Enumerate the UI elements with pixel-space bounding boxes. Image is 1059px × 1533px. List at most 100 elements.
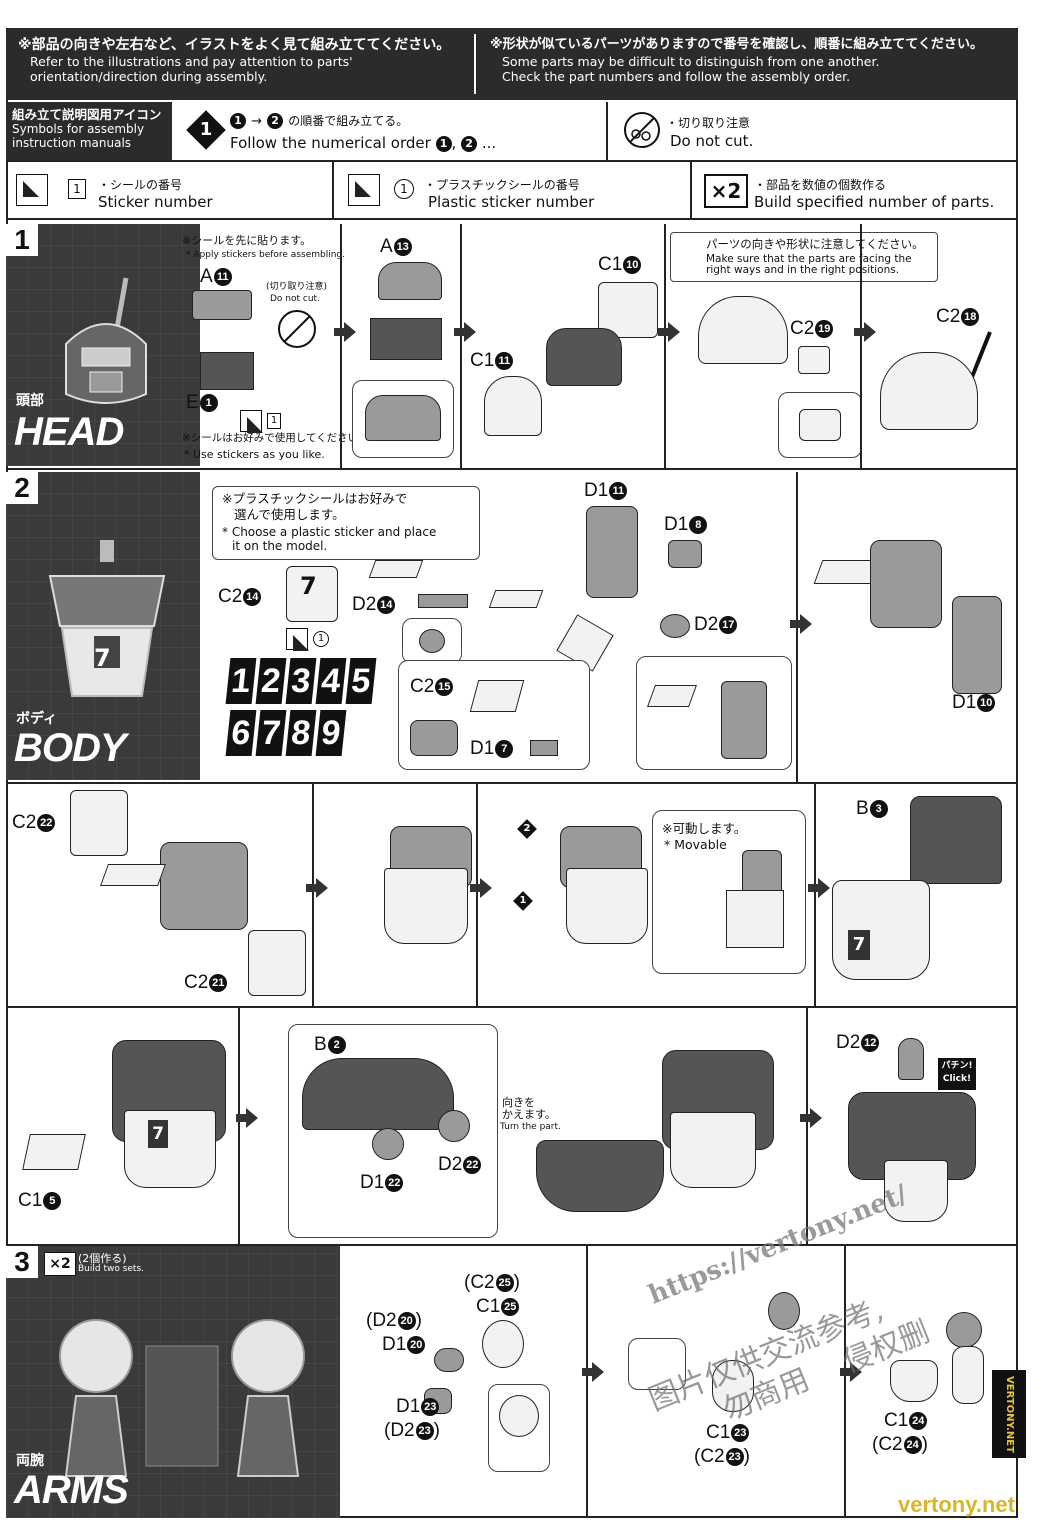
step1-sticker-ref: 1 [240,410,282,433]
sticker-tile-4: 4 [315,658,347,704]
header-left: ※部品の向きや左右など、イラストをよく見て組み立ててください。 Refer to… [6,28,474,100]
sticker-tile-9: 9 [315,710,347,756]
legend-row-2: 1 ・シールの番号 Sticker number 1 ・プラスチックシールの番号… [6,162,1018,220]
order-1-number: 1 [519,895,527,906]
step3-detail-box [488,1384,550,1472]
row2-arrow-2 [470,878,492,898]
row2-final-number: 7 [848,930,870,960]
movable-jp: ※可動します。 [662,821,747,836]
row2-bottom-rule [6,1006,1018,1008]
step1-sticker-icon [240,410,263,433]
step2-band: 2 7 ボディ BODY [6,472,200,780]
movable-lower-shape [726,890,784,948]
head-mid-shape [370,318,442,360]
order-en-line: Follow the numerical order 1, 2 ... [230,134,497,152]
part-d1-8-shape [668,540,702,568]
step1-warn-jp: パーツの向きや形状に注意してください。 [706,237,924,251]
step3-final-top-shape [946,1312,982,1348]
order-jp: の順番で組み立てる。 [288,114,409,128]
row2-arrow-1 [306,878,328,898]
step2-joint-box [402,618,462,664]
header-bar: ※部品の向きや左右など、イラストをよく見て組み立ててください。 Refer to… [6,28,1018,100]
step2-plastic-circle: 1 [313,631,330,647]
body-silhouette-icon [48,540,166,697]
part-c1-11-shape [484,376,542,436]
step1-like-en: * Use stickers as you like. [184,448,325,461]
detail-wing-shape [646,685,698,707]
legend-divider-2 [332,162,334,218]
header-right: ※形状が似ているパーツがありますので番号を確認し、順番に組み立ててください。 S… [478,28,1018,100]
row2-wing-shape [99,864,167,886]
step2-bottom-rule [6,782,1018,784]
step1-divider-3 [664,224,666,468]
part-a11-shape [192,290,252,320]
header-right-jp: ※形状が似ているパーツがありますので番号を確認し、順番に組み立ててください。 [490,37,983,52]
sticker-tile-2: 2 [255,658,287,704]
header-left-en-1: Refer to the illustrations and pay atten… [30,54,353,69]
step1-warning-box [670,232,938,282]
part-d1-20-shape [434,1348,464,1372]
head-silhouette-icon [65,277,147,404]
part-d2-12-shape [898,1038,924,1080]
cut-jp: ・切り取り注意 [666,116,751,130]
row3-final-body-shape [884,1160,948,1222]
step3-band: 3 ×2 (2個作る) Build two sets. 両腕 ARMS [6,1246,340,1518]
header-right-en-1: Some parts may be difficult to distingui… [502,54,880,69]
row3-arrow-1 [236,1108,258,1128]
step3-multi-icon: ×2 [44,1252,76,1276]
step1-warn-en-2: right ways and in the right positions. [706,264,900,276]
turn-jp-1: 向きを [502,1096,535,1109]
step3-divider-2 [844,1246,846,1518]
legend-title-en-2: instruction manuals [12,136,132,150]
step3-arrow-1 [582,1362,604,1382]
plastic-jp: ・プラスチックシールの番号 [424,178,580,192]
part-a13-shape [378,262,442,300]
antenna-icon [968,331,992,383]
part-c2-14-number: 7 [300,572,317,600]
step2-name-en: BODY [14,726,127,770]
step1-note-en: * Apply stickers before assembling. [186,250,345,260]
step1-divider-1 [340,224,342,468]
part-c2-15-shape [469,680,525,712]
row2-step2-lower-shape [384,868,468,944]
part-d2-22-shape [438,1110,470,1142]
step2-note-en-2: it on the model. [232,539,328,553]
step3-name-en: ARMS [14,1468,129,1512]
step1-arrow-4 [854,322,876,342]
step1-band: 1 頭部 HEAD [6,224,200,466]
part-small-joint-shape [410,720,458,756]
sticker-tile-5: 5 [345,658,377,704]
sticker-tile-3: 3 [285,658,317,704]
step3-mid-shape [712,1360,754,1412]
row3-divider-1 [238,1008,240,1244]
step1-name-jp-label: 頭部 [16,393,44,409]
sticker-box-wrap: 1 [68,178,86,199]
order-diamond-number: 1 [199,119,213,140]
sticker-jp: ・シールの番号 [98,178,183,192]
legend-divider-1 [606,102,608,160]
row2-divider-1 [312,784,314,1006]
step3-mid-top-shape [768,1292,800,1330]
step1-warn-en-1: Make sure that the parts are facing the [706,253,912,265]
part-c1-10-shape [598,282,658,338]
legend-title-jp: 組み立て説明図用アイコン [12,107,162,122]
step1-divider-2 [460,224,462,468]
step1-arrow-1 [334,322,356,342]
step2-note-box [212,486,480,560]
part-b3-shape [910,796,1002,884]
step1-like-jp: ※シールはお好みで使用してください。 [182,432,369,444]
header-left-jp: ※部品の向きや左右など、イラストをよく見て組み立ててください。 [18,37,451,53]
sticker-tile-1: 1 [225,658,257,704]
